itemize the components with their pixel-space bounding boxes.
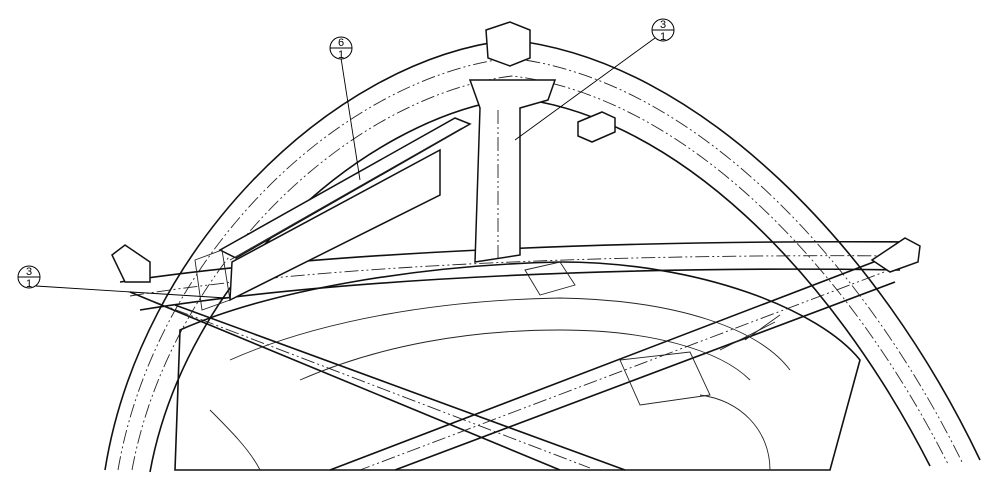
- roof-clip: [577, 111, 616, 143]
- leader-6: [340, 57, 361, 181]
- callout-6: 6 1: [329, 36, 353, 61]
- callout-3-left: 3 1: [17, 265, 41, 290]
- callout-3-right: 3 1: [651, 18, 675, 43]
- diagonal-cross-member-right: [329, 249, 906, 471]
- right-corner-mount: [870, 237, 921, 273]
- callout-3-left-bottom: 1: [26, 278, 32, 290]
- roof-panel: [174, 261, 861, 471]
- callout-3-left-top: 3: [26, 266, 32, 278]
- callout-3-right-bottom: 1: [660, 31, 666, 43]
- callout-6-top: 6: [338, 37, 344, 49]
- callout-6-bottom: 1: [338, 49, 344, 61]
- diagonal-cross-member-left: [129, 291, 626, 471]
- center-post: [468, 21, 557, 263]
- left-corner-mount: [111, 244, 151, 283]
- leader-3-left: [35, 285, 227, 299]
- callout-3-right-top: 3: [660, 19, 666, 31]
- leader-3-right: [514, 37, 656, 141]
- sunshade-roller: [194, 117, 472, 311]
